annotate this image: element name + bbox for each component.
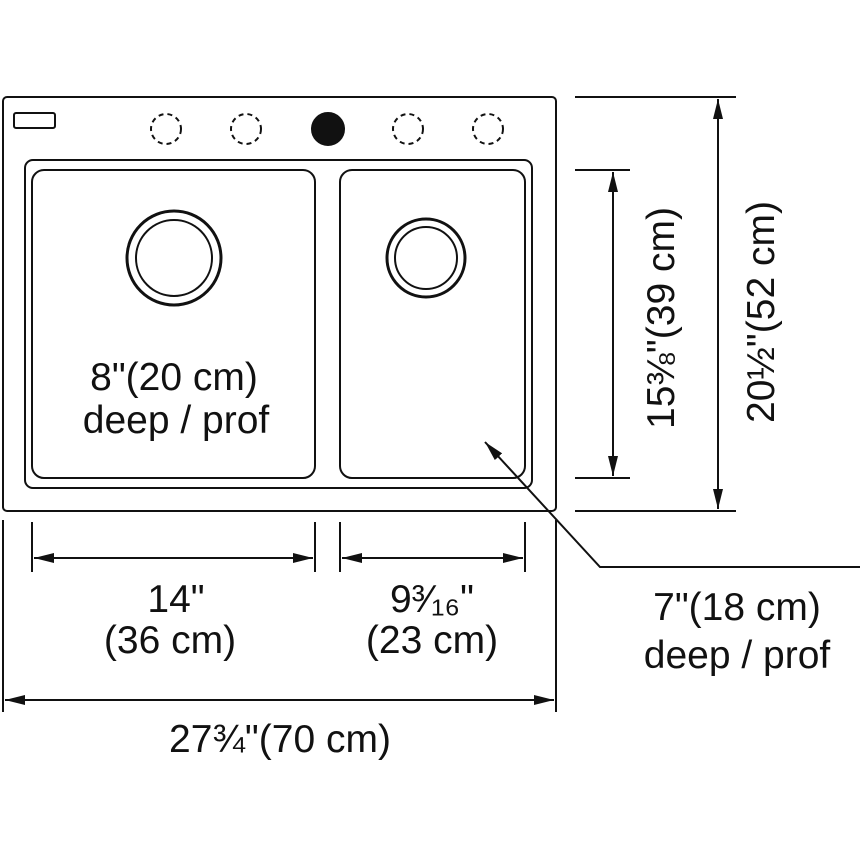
right-drain-inner: [394, 226, 458, 290]
faucet-hole-optional-icon: [230, 113, 262, 145]
left-bowl-width-cm: (36 cm): [104, 619, 236, 662]
faucet-hole-icon: [311, 112, 345, 146]
bowl-length: 15⅜"(39 cm): [640, 207, 683, 429]
right-drain-icon: [385, 217, 467, 299]
sink-outline: [2, 96, 557, 512]
left-bowl-depth-label: deep / prof: [83, 399, 270, 442]
left-drain-inner: [135, 219, 213, 297]
right-bowl-depth: 7"(18 cm): [653, 586, 821, 629]
left-bowl-width-in: 14": [147, 578, 204, 621]
faucet-hole-optional-icon: [392, 113, 424, 145]
right-bowl-width-in: 9³⁄₁₆": [390, 578, 474, 621]
overall-width: 27¾"(70 cm): [169, 718, 391, 761]
left-bowl: [31, 169, 316, 479]
left-drain-icon: [125, 209, 223, 307]
right-bowl-depth-label: deep / prof: [644, 634, 831, 677]
faucet-hole-optional-icon: [472, 113, 504, 145]
right-depth-leader: [484, 441, 860, 568]
right-bowl-width-cm: (23 cm): [366, 619, 498, 662]
left-bowl-depth: 8"(20 cm): [90, 356, 258, 399]
logo-plate: [13, 112, 56, 129]
right-bowl: [339, 169, 526, 479]
bowl-frame: [24, 159, 533, 489]
overall-length: 20½"(52 cm): [740, 201, 783, 423]
faucet-hole-optional-icon: [150, 113, 182, 145]
